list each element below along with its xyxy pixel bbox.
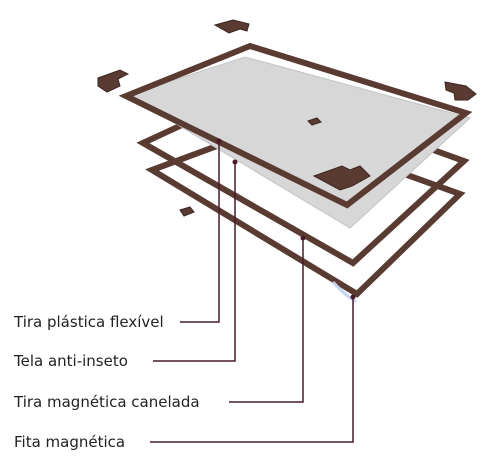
corner-piece-right [444,81,477,101]
leader-dot-magnetic-tape [350,294,356,300]
small-clip-top [307,117,322,126]
leader-line-insect-screen [153,162,236,362]
label-insect-screen: Tela anti-inseto [14,352,128,370]
label-magnetic-tape: Fita magnética [14,433,126,451]
leader-dot-grooved-strip [300,235,306,241]
leader-dot-insect-screen [232,159,238,165]
small-clip-left [179,206,195,217]
flexible-plastic-strip-frame [118,42,473,209]
leader-line-flexible-strip [180,141,220,323]
leader-line-magnetic-tape [150,297,354,443]
label-grooved-magnetic-strip: Tira magnética canelada [14,393,200,411]
leader-line-grooved-strip [229,238,304,403]
leader-dot-flexible-strip [216,138,222,144]
corner-piece-top [213,19,250,34]
corner-piece-center [312,165,371,191]
corner-piece-left [97,69,130,93]
label-flexible-plastic-strip: Tira plástica flexível [14,313,164,331]
insect-screen-mesh [126,56,472,229]
